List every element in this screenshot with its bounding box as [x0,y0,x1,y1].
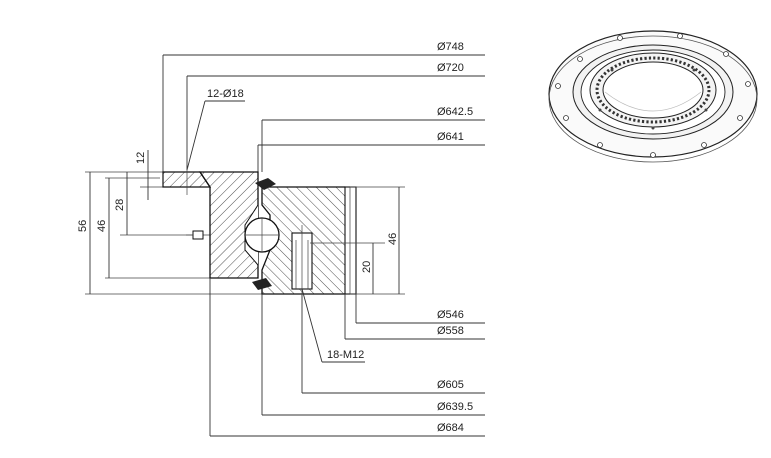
dim-546: Ø546 [437,309,464,321]
height-46-left: 46 [96,220,108,232]
dim-605: Ø605 [437,379,464,391]
height-56: 56 [77,220,89,232]
dim-748: Ø748 [437,41,464,53]
bearing-cross-section [162,165,357,295]
dim-641: Ø641 [437,131,464,143]
dim-720: Ø720 [437,62,464,74]
right-dimensions: 46 20 [310,186,405,295]
bearing-illustration [548,30,758,163]
height-28: 28 [114,199,126,211]
height-20: 20 [361,261,373,273]
mount-holes-label: 12-Ø18 [207,88,244,100]
dim-639-5: Ø639.5 [437,401,473,413]
height-46-right: 46 [387,233,399,245]
threaded-holes-label: 18-M12 [327,349,364,361]
dim-684: Ø684 [437,422,464,434]
dim-558: Ø558 [437,325,464,337]
bottom-dimensions: Ø546 Ø558 18-M12 Ø605 Ø639.5 Ø684 [209,278,485,437]
left-dimensions: 56 46 28 12 [77,150,350,295]
height-12: 12 [135,152,147,164]
dim-642-5: Ø642.5 [437,106,473,118]
top-dimensions: Ø748 Ø720 Ø642.5 Ø641 12-Ø18 [162,41,485,180]
top-seal [255,178,276,190]
bottom-seal [252,278,272,290]
